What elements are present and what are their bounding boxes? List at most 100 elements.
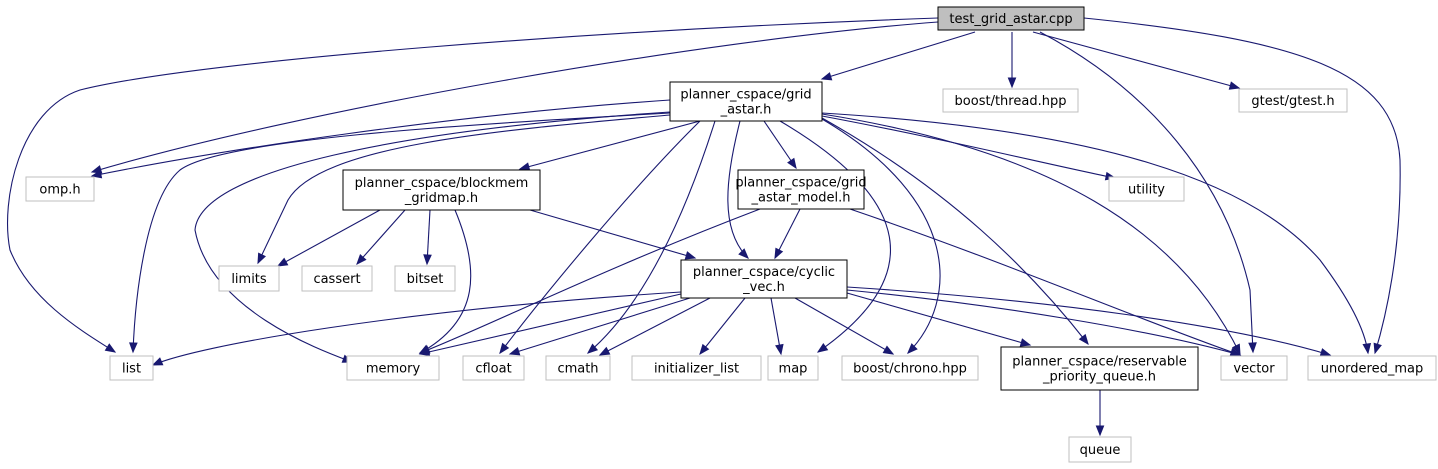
node-omp: omp.h <box>25 176 95 202</box>
node-gtest: gtest/gtest.h <box>1238 88 1348 113</box>
node-model[interactable]: planner_cspace/grid_astar_model.h <box>735 169 867 210</box>
arrowhead-cyclic-to-unordered_map <box>1319 348 1332 357</box>
node-box-memory <box>346 355 440 381</box>
node-label-limits-line-0: limits <box>231 272 267 287</box>
edge-blockmem-to-cyclic <box>529 209 696 259</box>
node-label-boost_chrono-line-0: boost/chrono.hpp <box>853 362 967 377</box>
edge-root-to-list <box>7 17 939 353</box>
node-box-blockmem <box>342 169 541 211</box>
edge-grid_astar-to-vector <box>821 113 1241 355</box>
edge-cyclic-to-cmath <box>599 297 711 356</box>
node-root: test_grid_astar.cpp <box>937 6 1085 31</box>
arrowhead-cyclic-to-boost_chrono <box>882 345 895 355</box>
node-unordered_map: unordered_map <box>1307 355 1437 381</box>
node-label-unordered_map-line-0: unordered_map <box>1321 362 1424 377</box>
node-map: map <box>767 355 819 381</box>
arrowhead-grid_astar-to-cmath <box>586 343 599 354</box>
arrowhead-cyclic-to-memory <box>418 347 431 357</box>
edge-grid_astar-to-reservable <box>821 117 1089 345</box>
node-label-blockmem-line-1: _gridmap.h <box>404 191 478 206</box>
node-label-bitset-line-0: bitset <box>407 272 444 287</box>
node-box-root <box>937 6 1085 31</box>
node-layer: test_grid_astar.cppplanner_cspace/grid_a… <box>25 6 1437 463</box>
edge-cyclic-to-list <box>152 291 682 366</box>
node-vector: vector <box>1220 355 1288 381</box>
node-label-reservable-line-1: _priority_queue.h <box>1042 370 1156 385</box>
arrowhead-cyclic-to-map <box>775 343 784 356</box>
arrowhead-grid_astar-to-blockmem <box>518 162 531 171</box>
node-cyclic[interactable]: planner_cspace/cyclic_vec.h <box>680 259 848 299</box>
node-box-omp <box>25 176 95 202</box>
node-box-cassert <box>301 265 373 292</box>
edge-grid_astar-to-utility <box>821 115 1116 179</box>
node-initializer_list: initializer_list <box>631 355 762 381</box>
node-box-initializer_list <box>631 355 762 381</box>
node-memory: memory <box>346 355 440 381</box>
edge-blockmem-to-cassert <box>356 209 406 265</box>
node-label-reservable-line-0: planner_cspace/reservable <box>1012 355 1187 370</box>
node-box-grid_astar <box>669 81 823 122</box>
edge-grid_astar-to-cyclic <box>727 120 749 259</box>
node-label-initializer_list-line-0: initializer_list <box>654 362 739 377</box>
node-grid_astar[interactable]: planner_cspace/grid_astar.h <box>669 81 823 122</box>
edge-cyclic-to-memory <box>419 293 682 355</box>
node-cassert: cassert <box>301 265 373 292</box>
edge-root-to-grid_astar <box>821 31 976 80</box>
node-blockmem[interactable]: planner_cspace/blockmem_gridmap.h <box>342 169 541 211</box>
arrowhead-grid_astar-to-list <box>129 342 138 354</box>
node-label-root-line-0: test_grid_astar.cpp <box>949 12 1072 27</box>
node-box-model <box>737 169 865 210</box>
arrowhead-cyclic-to-initializer_list <box>699 343 710 356</box>
arrowhead-cyclic-to-list <box>151 357 164 366</box>
arrowhead-blockmem-to-limits <box>276 257 289 267</box>
node-label-model-line-0: planner_cspace/grid <box>735 176 866 191</box>
arrowhead-grid_astar-to-reservable <box>1078 333 1089 346</box>
arrowhead-grid_astar-to-omp <box>90 169 103 179</box>
node-reservable[interactable]: planner_cspace/reservable_priority_queue… <box>1000 346 1199 391</box>
node-utility: utility <box>1108 176 1185 202</box>
arrowhead-blockmem-to-cassert <box>356 254 367 266</box>
edge-grid_astar-to-blockmem <box>519 120 701 170</box>
node-queue: queue <box>1068 436 1132 463</box>
edge-grid_astar-to-cfloat <box>499 120 701 354</box>
node-label-map-line-0: map <box>779 362 808 377</box>
arrowhead-grid_astar-to-vector <box>1231 343 1241 356</box>
edge-root-to-omp <box>91 21 939 173</box>
node-box-boost_thread <box>942 88 1079 113</box>
edge-grid_astar-to-omp <box>91 99 671 177</box>
edge-grid_astar-to-unordered_map <box>821 112 1369 354</box>
arrowhead-blockmem-to-cyclic <box>684 251 697 260</box>
node-limits: limits <box>218 265 280 292</box>
node-box-boost_chrono <box>841 355 979 381</box>
arrowhead-cyclic-to-cmath <box>598 346 611 356</box>
node-label-queue-line-0: queue <box>1080 443 1121 458</box>
edge-cyclic-to-cfloat <box>509 297 691 355</box>
arrowhead-root-to-grid_astar <box>820 72 833 81</box>
edge-cyclic-to-initializer_list <box>699 297 746 355</box>
node-box-limits <box>218 265 280 292</box>
arrowhead-grid_astar-to-map <box>816 343 829 353</box>
node-box-bitset <box>394 265 456 292</box>
node-box-queue <box>1068 436 1132 463</box>
node-label-utility-line-0: utility <box>1128 183 1165 198</box>
arrowhead-root-to-boost_thread <box>1007 77 1017 89</box>
arrowhead-grid_astar-to-cfloat <box>499 342 510 355</box>
edge-cyclic-to-boost_chrono <box>794 297 894 355</box>
node-label-list-line-0: list <box>122 362 141 377</box>
edge-model-to-vector <box>849 208 1241 356</box>
node-label-grid_astar-line-1: _astar.h <box>720 103 772 118</box>
node-label-cfloat-line-0: cfloat <box>475 362 511 377</box>
arrowhead-blockmem-to-bitset <box>423 254 432 266</box>
node-label-model-line-1: _astar_model.h <box>751 191 851 206</box>
node-label-cmath-line-0: cmath <box>557 362 598 377</box>
node-label-omp-line-0: omp.h <box>39 183 80 198</box>
node-box-utility <box>1108 176 1185 202</box>
edge-root-to-unordered_map <box>1083 17 1401 354</box>
node-box-reservable <box>1000 346 1199 391</box>
node-box-map <box>767 355 819 381</box>
arrowhead-root-to-list <box>104 343 117 353</box>
node-label-gtest-line-0: gtest/gtest.h <box>1251 94 1334 109</box>
node-cfloat: cfloat <box>462 355 525 381</box>
node-list: list <box>109 355 154 381</box>
